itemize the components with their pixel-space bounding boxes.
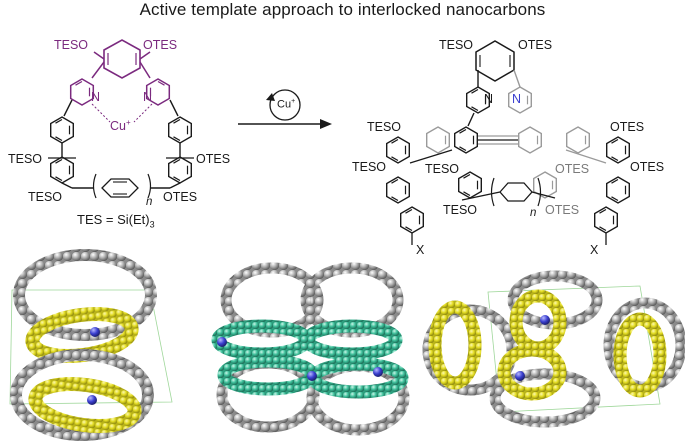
left-bottom-teso-label: TESO [28,190,63,204]
reagent-label: Cu+ [277,98,296,111]
tes-definition: TES = Si(Et)3 [77,212,155,230]
left-top-otes-label: OTES [143,38,178,52]
right-repeat-index: n [530,207,537,219]
left-bottom-otes-label: OTES [163,190,198,204]
right-otes-label-1: OTES [610,120,645,134]
right-otes-label-2: OTES [630,160,665,174]
right-teso-label-3: TESO [425,162,460,176]
crystal-model-2 [211,262,410,436]
substituent-x-right: X [590,243,599,257]
left-top-teso-label: TESO [54,38,89,52]
right-bottom-otes-label: OTES [545,203,580,217]
figure-title: Active template approach to interlocked … [139,0,546,19]
left-mid-teso-label: TESO [8,152,43,166]
copper-label: Cu+ [110,118,131,134]
reaction-arrow [238,89,332,129]
bipyridine-template [69,39,171,123]
right-bottom-teso-label: TESO [443,203,478,217]
left-repeat-index: n [146,196,153,208]
left-n-label-2: N [143,90,153,104]
product-structure [386,40,630,245]
substituent-x-left: X [416,243,425,257]
left-mid-otes-label: OTES [196,152,231,166]
right-otes-label-3: OTES [555,162,590,176]
right-teso-label-2: TESO [352,160,387,174]
left-n-label-1: N [91,90,101,104]
right-top-otes-label: OTES [518,38,553,52]
right-top-teso-label: TESO [439,38,474,52]
right-n-label-1: N [484,92,494,106]
crystal-model-3 [422,270,685,428]
right-teso-label-1: TESO [367,120,402,134]
crystal-model-1 [9,249,173,441]
precursor-structure [48,39,194,199]
right-n-label-2: N [512,92,522,106]
